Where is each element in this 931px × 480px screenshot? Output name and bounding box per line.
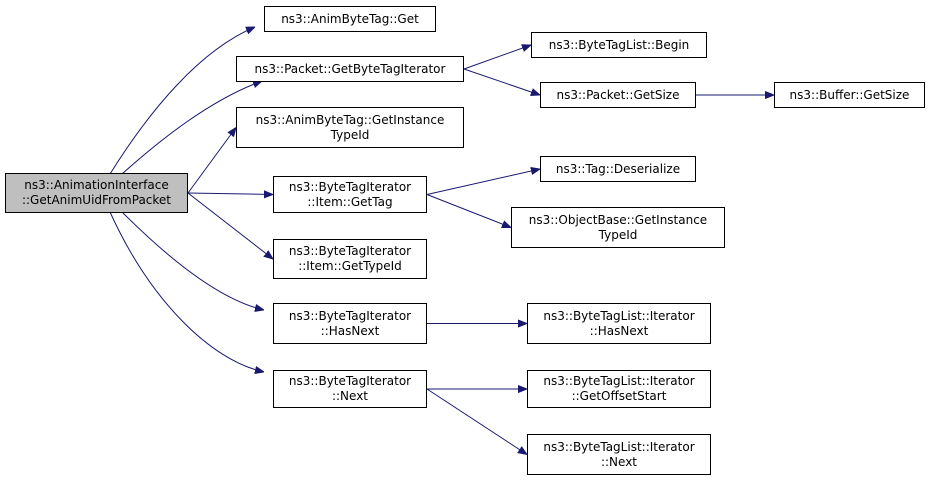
node-buf-size[interactable]: ns3::Buffer::GetSize <box>774 82 925 108</box>
edge-pkt_gbti-to-pkt_size <box>463 68 540 95</box>
node-tag-deser[interactable]: ns3::Tag::Deserialize <box>540 156 696 182</box>
node-btl-begin[interactable]: ns3::ByteTagList::Begin <box>531 32 707 58</box>
node-bti-next[interactable]: ns3::ByteTagIterator::Next <box>273 370 427 408</box>
node-label-line: ::Item::GetTypeId <box>298 259 402 273</box>
edge-bti_gettag-to-ob_tid <box>426 194 511 228</box>
node-label-line: ns3::Buffer::GetSize <box>789 87 910 102</box>
node-anim-get[interactable]: ns3::AnimByteTag::Get <box>264 6 436 32</box>
node-bti-typeid[interactable]: ns3::ByteTagIterator::Item::GetTypeId <box>273 239 427 279</box>
node-label-line: ns3::AnimByteTag::Get <box>281 11 419 26</box>
node-pkt-size[interactable]: ns3::Packet::GetSize <box>540 82 696 108</box>
node-label-line: ::HasNext <box>320 323 380 338</box>
edge-bti_gettag-to-tag_deser <box>426 169 540 195</box>
node-label-line: ns3::ByteTagIterator <box>288 179 412 194</box>
node-pkt-gbti[interactable]: ns3::Packet::GetByteTagIterator <box>236 56 464 82</box>
edge-root-to-bti_typeid <box>187 192 273 259</box>
edge-root-to-bti_hasnext <box>121 211 264 310</box>
edge-bti_next-to-btli_next <box>426 388 527 455</box>
node-label-line: ns3::ByteTagList::Begin <box>548 37 690 52</box>
edge-root-to-bti_gettag <box>187 193 273 195</box>
node-btli-next[interactable]: ns3::ByteTagList::Iterator::Next <box>527 434 711 475</box>
node-label-line: ::Next <box>600 454 638 469</box>
node-label-line: TypeId <box>598 227 638 242</box>
node-bti-hasnext[interactable]: ns3::ByteTagIterator::HasNext <box>273 303 427 344</box>
node-label-line: ::GetAnimUidFromPacket <box>21 193 172 207</box>
node-label-line: ns3::ByteTagList::Iterator <box>543 374 695 388</box>
node-label-line: ::GetOffsetStart <box>571 389 667 403</box>
node-bti-gettag[interactable]: ns3::ByteTagIterator::Item::GetTag <box>273 176 427 213</box>
node-label-line: ns3::AnimByteTag::GetInstance <box>255 112 445 127</box>
node-label-line: ns3::ObjectBase::GetInstance <box>528 212 708 227</box>
node-label-line: ns3::ByteTagIterator <box>288 308 412 323</box>
edge-root-to-bti_next <box>109 211 264 372</box>
edge-root-to-pkt_gbti <box>121 81 262 175</box>
node-label-line: ns3::Tag::Deserialize <box>555 161 681 176</box>
edge-root-to-anim_tid <box>187 128 236 194</box>
node-label-line: ::HasNext <box>589 323 649 338</box>
node-root: ns3::AnimationInterface::GetAnimUidFromP… <box>5 173 188 213</box>
node-label-line: ::Next <box>331 389 369 403</box>
node-btli-hasnext[interactable]: ns3::ByteTagList::Iterator::HasNext <box>527 303 711 344</box>
node-label-line: ns3::ByteTagList::Iterator <box>543 308 695 323</box>
node-btli-offset[interactable]: ns3::ByteTagList::Iterator::GetOffsetSta… <box>527 370 711 408</box>
node-label-line: ns3::Packet::GetSize <box>556 87 680 102</box>
edge-root-to-anim_get <box>109 27 255 175</box>
node-label-line: ns3::AnimationInterface <box>24 178 169 192</box>
node-label-line: ns3::Packet::GetByteTagIterator <box>254 61 446 76</box>
node-label-line: TypeId <box>330 127 370 142</box>
edge-pkt_gbti-to-btl_begin <box>463 45 531 70</box>
node-label-line: ns3::ByteTagIterator <box>288 374 412 388</box>
node-label-line: ns3::ByteTagIterator <box>288 244 412 258</box>
node-label-line: ::Item::GetTag <box>307 194 393 209</box>
node-label-line: ns3::ByteTagList::Iterator <box>543 439 695 454</box>
